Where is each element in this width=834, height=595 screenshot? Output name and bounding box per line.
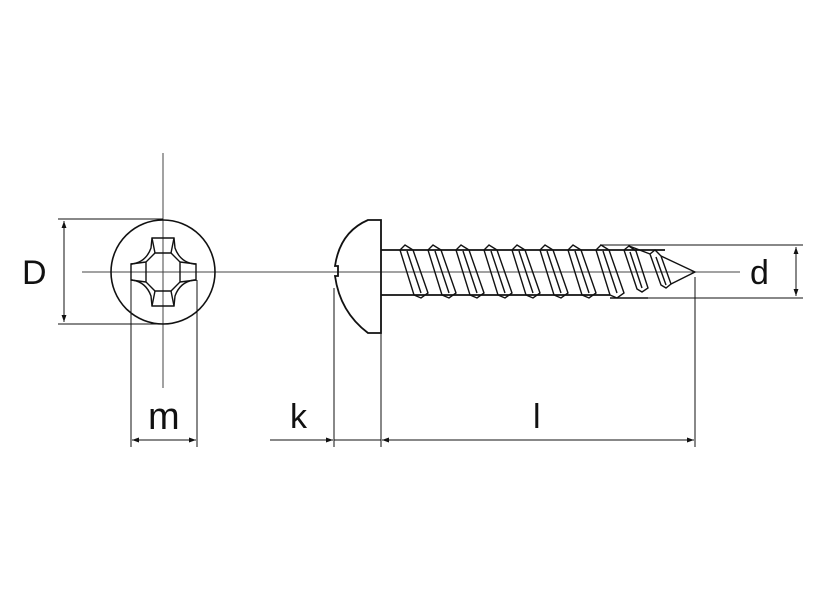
label-l: l — [533, 398, 541, 436]
dimension-d — [600, 244, 803, 299]
dimension-k-l — [270, 277, 696, 447]
screw-head — [333, 219, 382, 334]
thread-helix — [399, 244, 697, 299]
head-end-view — [82, 153, 334, 388]
label-d: d — [750, 254, 769, 292]
phillips-recess-icon — [130, 237, 197, 307]
screw-side-view — [333, 219, 740, 334]
dimension-D — [58, 218, 163, 325]
label-k: k — [290, 398, 307, 436]
label-D: D — [22, 254, 47, 292]
dimension-m — [130, 280, 198, 447]
label-m: m — [148, 396, 180, 438]
